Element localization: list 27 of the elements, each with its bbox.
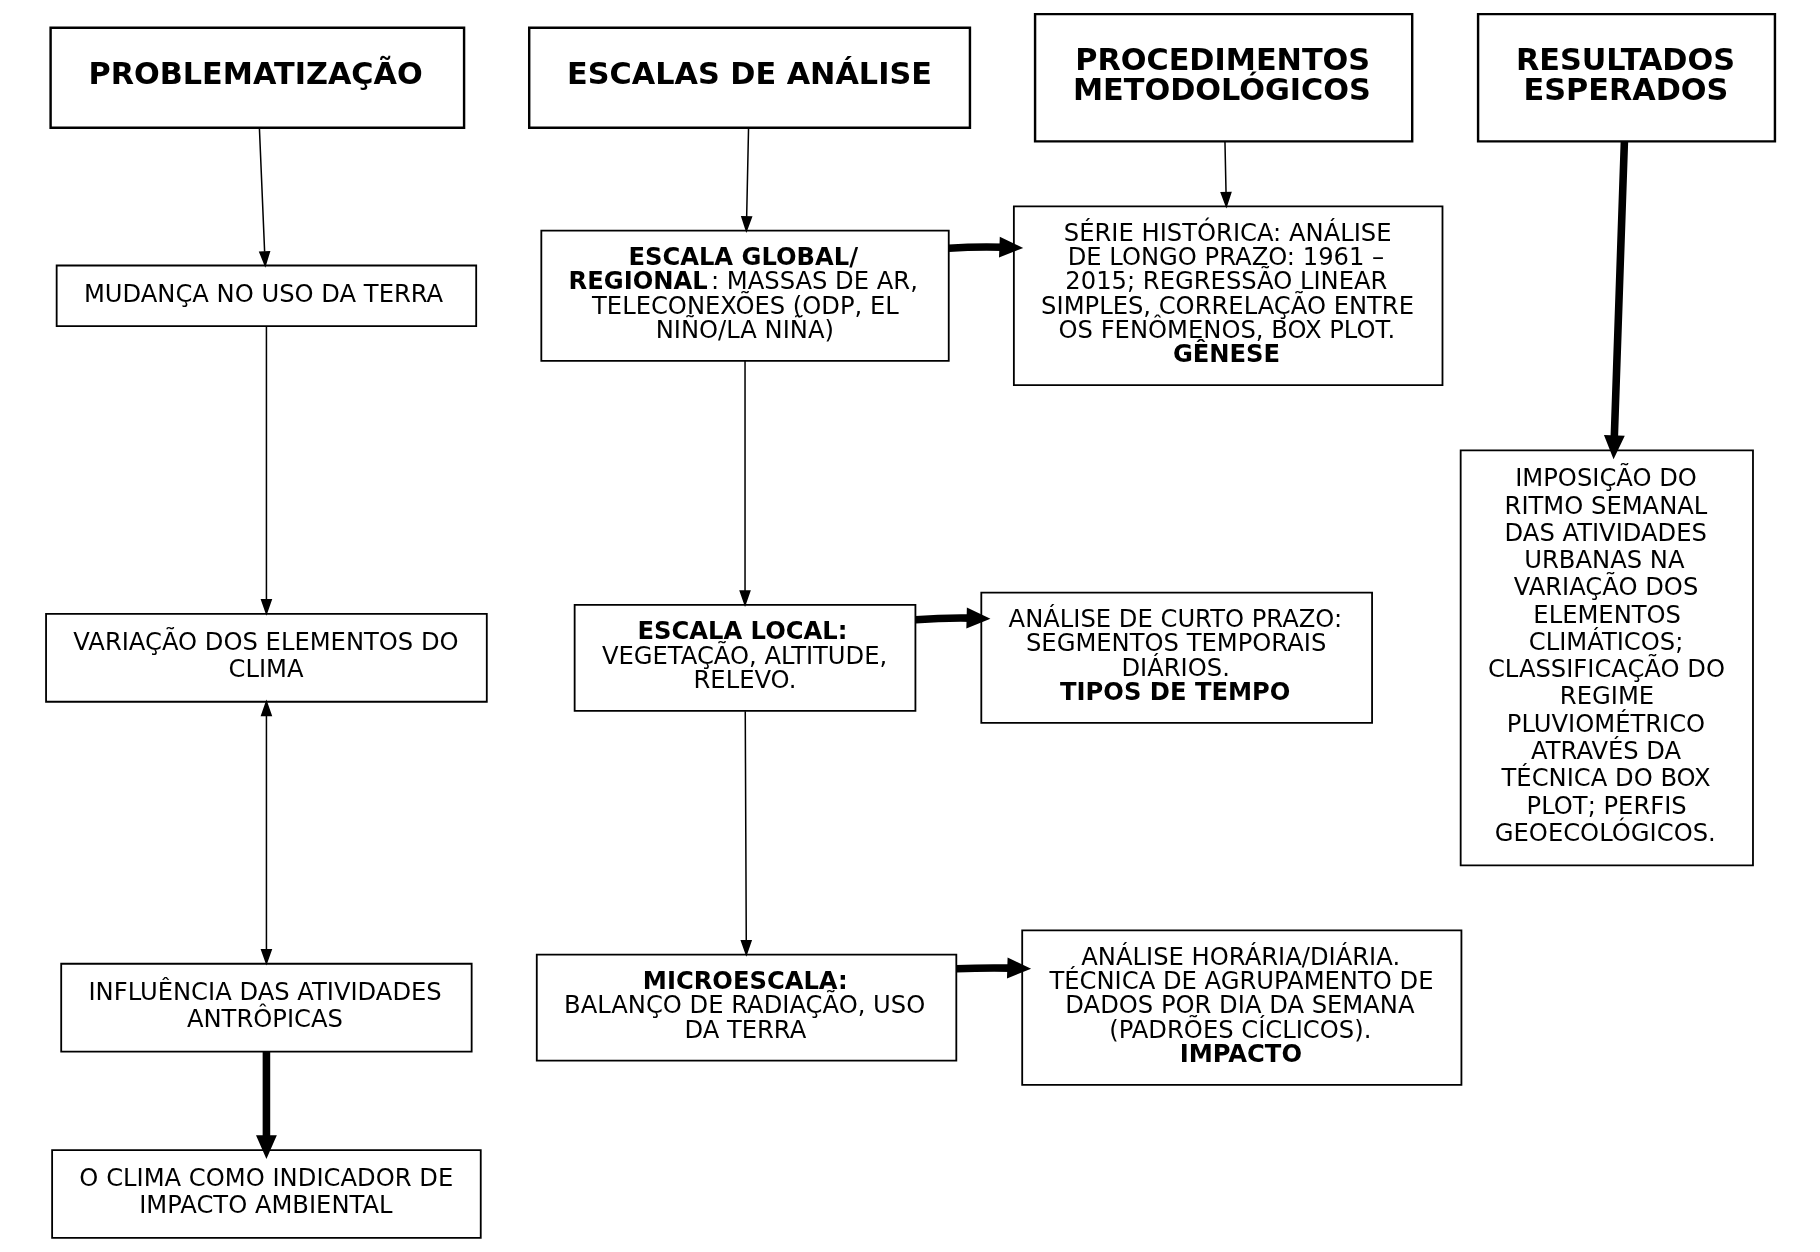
node-box: IMPOSIÇÃO DO RITMO SEMANAL DAS ATIVIDADES URBANAS NA VARIAÇÃO DOS ELEMENTOS CLIMÁTICOS; CLASSIFICAÇÃO DO REGIME PLUVIOMÉTRICO ATRAVÉS DA TÉCNICA DO BOX PLOT; PERFIS GEOECOLÓGICOS. (1459, 449, 1754, 867)
node-box: INFLUÊNCIA DAS ATIVIDADES ANTRÔPICAS (59, 962, 473, 1053)
arrow (260, 325, 272, 616)
arrow (915, 607, 990, 629)
node-box: ESCALAS DE ANÁLISE (527, 26, 971, 129)
node-box: ESCALA GLOBAL/ REGIONAL: MASSAS DE AR, TELECONEXÕES (ODP, EL NIÑO/LA NIÑA) (539, 229, 950, 362)
node-box: O CLIMA COMO INDICADOR DE IMPACTO AMBIENTAL (50, 1149, 482, 1239)
arrow (948, 236, 1023, 258)
arrow (739, 710, 752, 957)
node-box: ANÁLISE DE CURTO PRAZO: SEGMENTOS TEMPORAIS DIÁRIOS. TIPOS DE TEMPO (979, 591, 1373, 724)
node-box: PROCEDIMENTOS METODOLÓGICOS (1033, 12, 1413, 143)
arrow (740, 127, 753, 233)
node-box: SÉRIE HISTÓRICA: ANÁLISE DE LONGO PRAZO: 1961 – 2015; REGRESSÃO LINEAR SIMPLES, CORRELAÇÃO ENTRE OS FENÔMENOS, BOX PLOT. GÊNESE (1012, 205, 1443, 387)
arrow (258, 127, 270, 268)
arrow (738, 360, 751, 608)
node-box: PROBLEMATIZAÇÃO (48, 26, 465, 129)
node-box: VARIAÇÃO DOS ELEMENTOS DO CLIMA (44, 612, 488, 703)
node-box: RESULTADOS ESPERADOS (1476, 12, 1776, 143)
arrow (1603, 141, 1628, 460)
arrow (1219, 140, 1232, 209)
node-box: MICROESCALA: BALANÇO DE RADIAÇÃO, USO DA TERRA (535, 953, 957, 1062)
node-box: MUDANÇA NO USO DA TERRA (55, 264, 477, 328)
node-box: ESCALA LOCAL: VEGETAÇÃO, ALTITUDE, RELEVO. (573, 603, 916, 712)
arrow (260, 699, 272, 966)
arrow (255, 1051, 277, 1159)
arrow (955, 957, 1031, 979)
node-box: ANÁLISE HORÁRIA/DIÁRIA. TÉCNICA DE AGRUPAMENTO DE DADOS POR DIA DA SEMANA (PADRÕES CÍCLICOS). IMPACTO (1020, 929, 1462, 1086)
